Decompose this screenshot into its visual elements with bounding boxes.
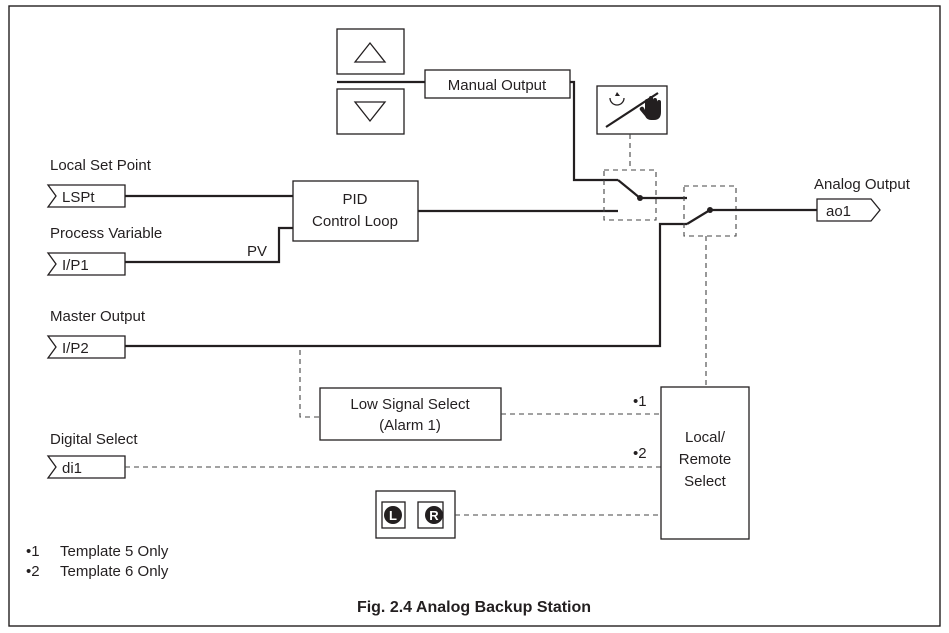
triangle-up-icon [353, 41, 387, 63]
pv-wire-label: PV [247, 243, 267, 260]
auto-manual-icon [605, 92, 661, 128]
process-variable-tag [46, 252, 126, 276]
low-signal-label-line2: (Alarm 1) [379, 417, 441, 434]
pv-wire [125, 226, 293, 264]
local-remote-button[interactable]: L R [375, 490, 456, 539]
template-notes: •1 Template 5 Only •2 Template 6 Only [26, 543, 169, 580]
note-1-marker: •1 [26, 543, 40, 560]
master-output-label: Master Output [50, 308, 146, 325]
pid-label-line2: Control Loop [312, 213, 398, 230]
note-2-marker: •2 [26, 563, 40, 580]
analog-output-tag-text: ao1 [826, 203, 851, 220]
pid-control-loop-block [292, 180, 419, 242]
figure-caption: Fig. 2.4 Analog Backup Station [357, 599, 591, 616]
low-signal-label-line1: Low Signal Select [350, 396, 470, 413]
manual-output-block [424, 69, 571, 99]
marker-2: •2 [633, 445, 647, 462]
remote-letter: R [429, 508, 439, 523]
local-set-point-tag-text: LSPt [62, 189, 95, 206]
local-set-point-tag [46, 184, 126, 208]
local-remote-label-line3: Select [684, 473, 727, 490]
analog-output-label: Analog Output [814, 176, 911, 193]
local-remote-select-block [660, 386, 750, 540]
raise-button[interactable] [336, 28, 405, 75]
lower-button[interactable] [336, 88, 405, 135]
note-1-text: Template 5 Only [60, 543, 169, 560]
master-output-wire [125, 222, 687, 348]
auto-manual-button[interactable] [596, 85, 668, 135]
process-variable-label: Process Variable [50, 225, 162, 242]
manual-output-label: Manual Output [448, 77, 547, 94]
marker-1: •1 [633, 393, 647, 410]
digital-select-tag [46, 455, 126, 479]
pid-label-line1: PID [342, 191, 367, 208]
digital-select-label: Digital Select [50, 431, 138, 448]
triangle-down-icon [353, 101, 387, 123]
figure-frame [8, 5, 941, 627]
local-letter: L [389, 508, 397, 523]
local-remote-label-line1: Local/ [685, 429, 726, 446]
local-set-point-label: Local Set Point [50, 157, 152, 174]
digital-select-tag-text: di1 [62, 460, 82, 477]
low-signal-input-link [299, 350, 320, 418]
master-output-tag [46, 335, 126, 359]
low-signal-select-block [319, 387, 502, 441]
local-remote-label-line2: Remote [679, 451, 732, 468]
manual-output-wire [570, 80, 618, 182]
note-2-text: Template 6 Only [60, 563, 169, 580]
local-remote-icon: L R [381, 501, 444, 529]
process-variable-tag-text: I/P1 [62, 257, 89, 274]
auto-manual-switch [603, 169, 687, 221]
master-output-tag-text: I/P2 [62, 340, 89, 357]
analog-output-tag [816, 198, 881, 222]
